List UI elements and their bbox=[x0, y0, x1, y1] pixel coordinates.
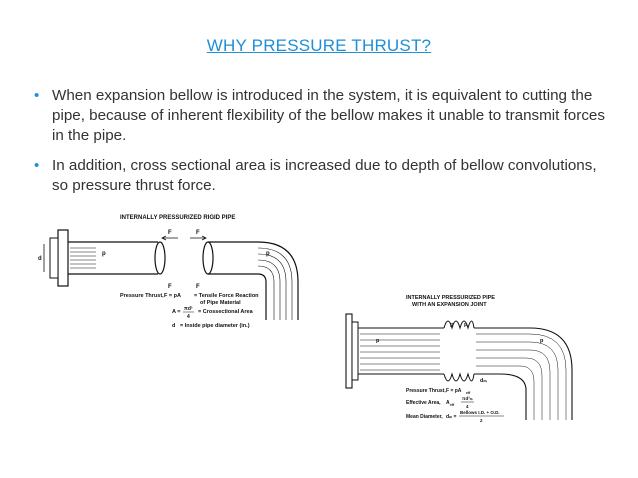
svg-text:F: F bbox=[168, 230, 172, 236]
svg-text:Effective Area,: Effective Area, bbox=[406, 400, 441, 406]
svg-text:Pressure Thrust,: Pressure Thrust, bbox=[406, 388, 446, 394]
bullet-text: In addition, cross sectional area is inc… bbox=[52, 157, 597, 194]
svg-text:p: p bbox=[376, 338, 380, 344]
svg-text:πd²ₘ: πd²ₘ bbox=[462, 396, 473, 401]
svg-text:4: 4 bbox=[187, 314, 190, 320]
pressure-arrows bbox=[70, 247, 96, 269]
svg-text:F = pA: F = pA bbox=[164, 293, 181, 299]
svg-text:A =: A = bbox=[172, 309, 181, 315]
bullet-dot-icon: • bbox=[34, 87, 40, 104]
svg-text:F: F bbox=[196, 230, 200, 236]
svg-text:πd²: πd² bbox=[184, 306, 193, 312]
dimension-d-label: d bbox=[38, 256, 42, 262]
svg-text:dₘ =: dₘ = bbox=[446, 414, 457, 420]
flange-icon bbox=[345, 313, 353, 389]
svg-text:of Pipe Material: of Pipe Material bbox=[200, 300, 241, 306]
svg-text:p: p bbox=[102, 251, 106, 257]
svg-text:p: p bbox=[450, 322, 454, 328]
svg-text:2: 2 bbox=[480, 418, 483, 423]
svg-text:= Crossectional Area: = Crossectional Area bbox=[198, 309, 254, 315]
svg-text:Bellows I.D. + O.D.: Bellows I.D. + O.D. bbox=[460, 410, 500, 415]
svg-text:Pressure Thrust,: Pressure Thrust, bbox=[120, 293, 164, 299]
bullet-dot-icon: • bbox=[34, 157, 40, 174]
fig1-heading: INTERNALLY PRESSURIZED RIGID PIPE bbox=[120, 215, 235, 221]
flange-icon bbox=[57, 229, 69, 287]
slide-title: WHY PRESSURE THRUST? bbox=[206, 36, 432, 55]
svg-text:A: A bbox=[446, 400, 450, 406]
svg-text:eff: eff bbox=[450, 403, 455, 407]
svg-text:F = pA: F = pA bbox=[446, 388, 462, 394]
bullet-text: When expansion bellow is introduced in t… bbox=[52, 87, 605, 144]
svg-text:= Tensile Force Reaction: = Tensile Force Reaction bbox=[194, 293, 259, 299]
svg-text:F: F bbox=[168, 284, 172, 290]
bullet-list: • When expansion bellow is introduced in… bbox=[34, 86, 614, 206]
bullet-item: • In addition, cross sectional area is i… bbox=[34, 156, 614, 196]
bullet-item: • When expansion bellow is introduced in… bbox=[34, 86, 614, 146]
svg-text:= Inside pipe diameter (in.): = Inside pipe diameter (in.) bbox=[180, 323, 250, 329]
svg-text:4: 4 bbox=[466, 404, 469, 409]
svg-text:p: p bbox=[464, 322, 468, 328]
fig2-heading-2: WITH AN EXPANSION JOINT bbox=[412, 302, 487, 308]
dimension-dm-label: dₘ bbox=[480, 378, 487, 384]
pipe-elbow bbox=[529, 327, 573, 420]
bellows-icon bbox=[443, 320, 475, 330]
pressure-arrows bbox=[360, 333, 567, 420]
fig2-heading-1: INTERNALLY PRESSURIZED PIPE bbox=[406, 295, 495, 301]
svg-text:d: d bbox=[172, 323, 175, 329]
pipe-elbow bbox=[257, 241, 299, 320]
svg-text:p: p bbox=[266, 251, 270, 257]
svg-text:eff: eff bbox=[466, 391, 471, 395]
cut-pipe-end bbox=[154, 241, 166, 275]
rigid-pipe-diagram: INTERNALLY PRESSURIZED RIGID PIPE d p p … bbox=[38, 215, 299, 329]
svg-text:F: F bbox=[196, 284, 200, 290]
svg-text:Mean Diameter,: Mean Diameter, bbox=[406, 414, 443, 420]
svg-text:p: p bbox=[540, 338, 544, 344]
expansion-joint-diagram: INTERNALLY PRESSURIZED PIPE WITH AN EXPA… bbox=[345, 295, 573, 423]
force-arrow-icon bbox=[161, 235, 178, 241]
